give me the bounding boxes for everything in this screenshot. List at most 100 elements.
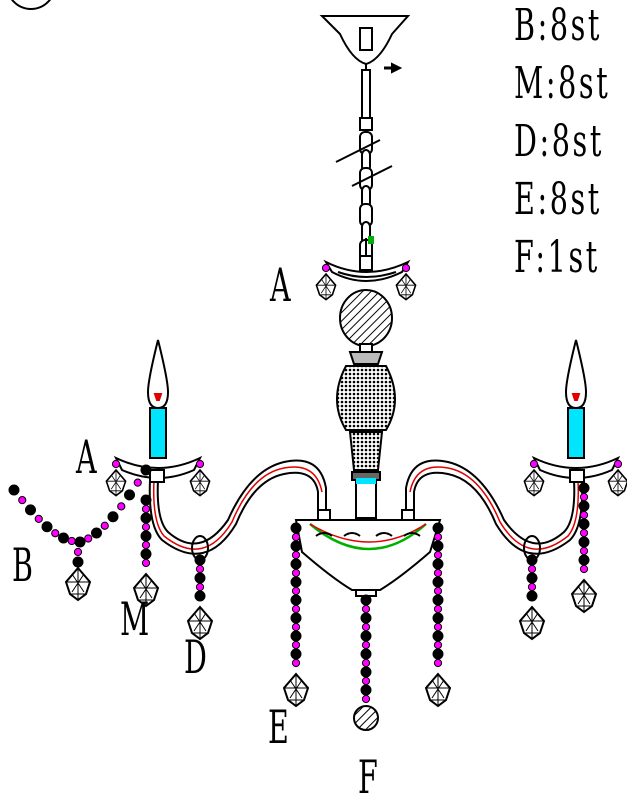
bead	[51, 529, 60, 538]
bead	[290, 594, 302, 606]
bead	[360, 630, 372, 642]
chain-cut-mark	[335, 139, 393, 187]
crystal-pendant	[105, 468, 127, 497]
bead	[34, 514, 43, 523]
bead	[124, 489, 135, 501]
bead	[432, 558, 444, 570]
crystal-pendant	[282, 672, 310, 708]
bead	[111, 459, 121, 469]
crystal-pendant	[64, 566, 92, 602]
spec-d: D:8st	[514, 116, 604, 167]
chain-hook-accent	[368, 236, 374, 244]
bead	[291, 604, 301, 614]
crystal-pendant	[523, 468, 545, 497]
bead	[195, 582, 205, 592]
bead	[360, 612, 372, 624]
bead	[290, 558, 302, 570]
left-candle-cup	[113, 455, 203, 483]
right-candle-cup	[531, 455, 621, 483]
bead	[432, 576, 444, 588]
bead	[433, 550, 443, 560]
crystal-pendant	[186, 605, 214, 641]
bead	[579, 546, 589, 556]
bead	[140, 548, 152, 560]
hanging-rod	[359, 69, 373, 131]
bead	[526, 590, 538, 602]
bead	[194, 554, 206, 566]
left-candle	[146, 339, 170, 459]
crystal-pendant	[189, 468, 211, 497]
bead	[529, 459, 539, 469]
crystal-pendant	[570, 578, 598, 614]
bead	[432, 612, 444, 624]
bead	[140, 464, 152, 476]
bead	[291, 622, 301, 632]
spec-e: E:8st	[514, 174, 602, 225]
bead	[433, 658, 443, 668]
bead	[74, 536, 86, 548]
bead	[360, 666, 372, 678]
bead	[140, 494, 152, 506]
bead	[290, 522, 302, 534]
crystal-pendant	[395, 272, 417, 301]
bead	[133, 478, 142, 487]
bead	[527, 564, 537, 574]
crystal-pendant	[424, 672, 452, 708]
bead	[433, 586, 443, 596]
bead	[579, 510, 589, 520]
bead	[432, 648, 444, 660]
crystal-pendant	[132, 572, 160, 608]
bead	[433, 622, 443, 632]
bead	[361, 604, 371, 614]
bowl-pattern	[315, 532, 421, 537]
bead	[91, 527, 102, 539]
bead	[433, 568, 443, 578]
left-arm	[148, 459, 331, 555]
bead	[527, 582, 537, 592]
bead	[433, 532, 443, 542]
crystal-pendant	[518, 605, 546, 641]
hanging-chain	[359, 131, 374, 263]
bead	[291, 658, 301, 668]
bead	[140, 530, 152, 542]
label-a-left: A	[76, 430, 97, 484]
bead	[578, 518, 590, 530]
bead	[25, 504, 36, 516]
bead	[72, 556, 84, 568]
bead	[140, 512, 152, 524]
bead	[41, 521, 53, 533]
right-candle	[564, 339, 588, 459]
bead	[578, 536, 590, 548]
bead	[433, 640, 443, 650]
bead	[58, 532, 69, 544]
bead	[578, 554, 590, 566]
bead	[432, 522, 444, 534]
bead	[290, 576, 302, 588]
label-b: B	[12, 538, 33, 592]
label-d: D	[184, 630, 207, 684]
bead	[107, 511, 119, 523]
column-sleeve	[356, 478, 376, 484]
label-f: F	[358, 750, 378, 804]
bead	[290, 630, 302, 642]
center-column	[336, 289, 396, 519]
crystal-strands	[8, 263, 627, 731]
bead	[290, 612, 302, 624]
bead	[432, 594, 444, 606]
bead	[73, 547, 83, 557]
bead	[291, 568, 301, 578]
bead	[613, 459, 623, 469]
bead	[194, 590, 206, 602]
bead	[579, 564, 589, 574]
bead	[360, 594, 372, 606]
bead	[117, 502, 126, 511]
bead	[579, 492, 589, 502]
bead	[84, 534, 93, 543]
spec-f: F:1st	[514, 232, 600, 283]
bead	[291, 532, 301, 542]
step-number: 9	[8, 0, 54, 6]
crystal-pendant	[315, 272, 337, 301]
bead	[18, 496, 27, 505]
bead	[361, 658, 371, 668]
